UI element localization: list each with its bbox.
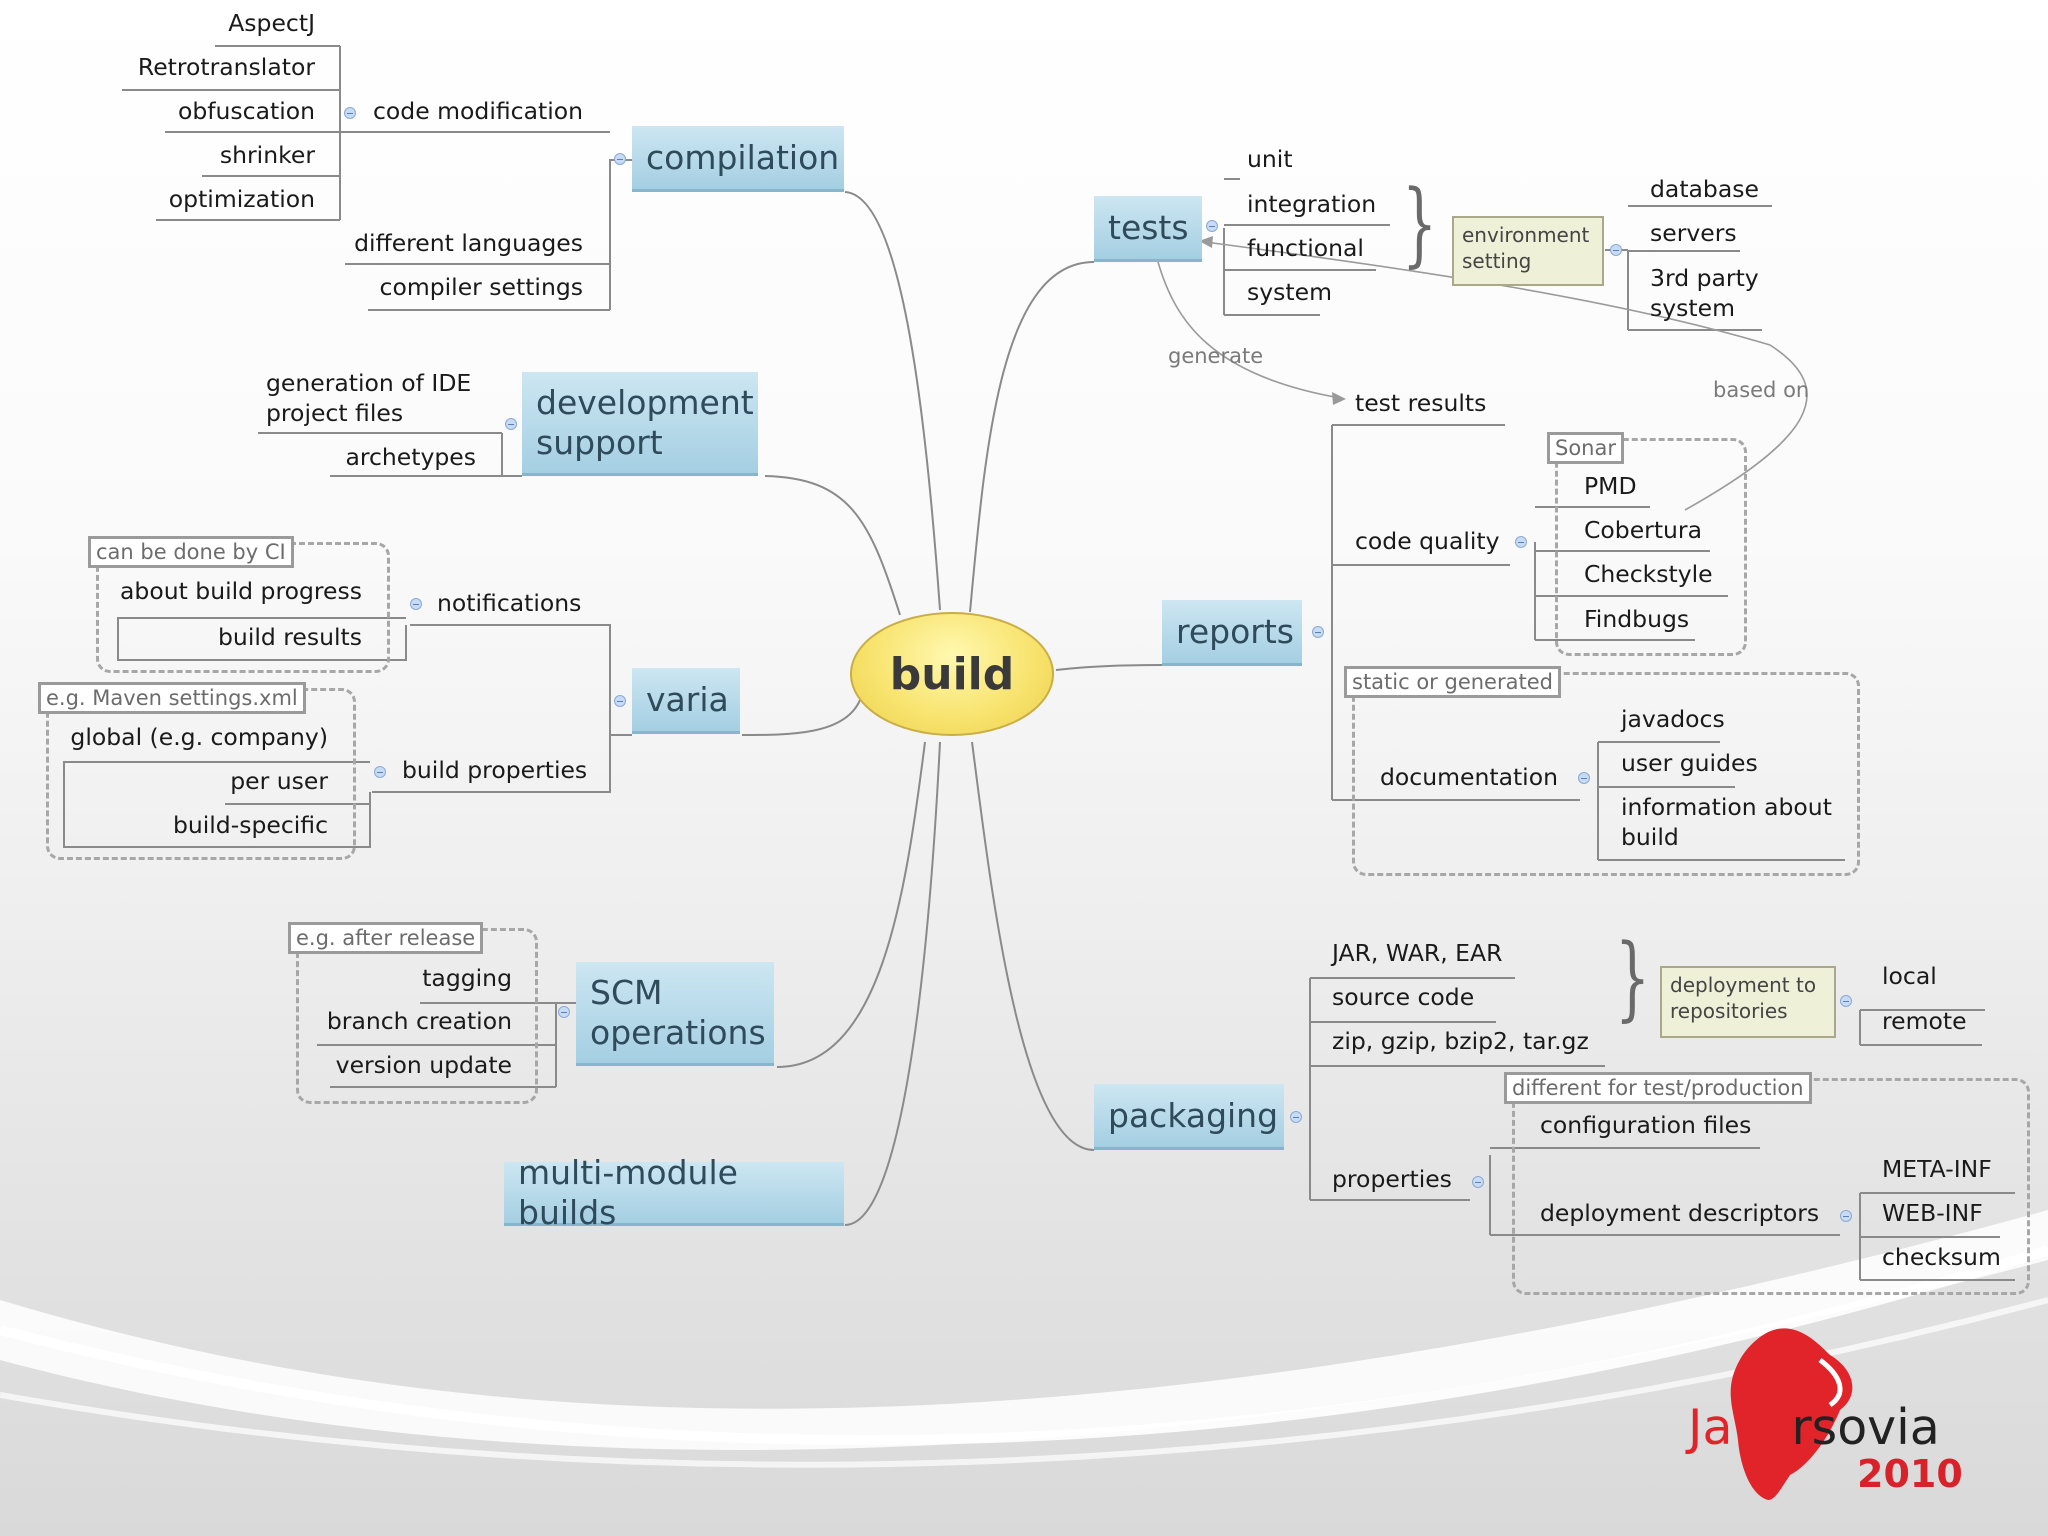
- node-environment-setting[interactable]: environment setting: [1452, 216, 1604, 286]
- brace-packaging: }: [1615, 924, 1651, 1031]
- node-checksum[interactable]: checksum: [1882, 1243, 2001, 1271]
- node-build-specific[interactable]: build-specific: [172, 811, 328, 839]
- node-global-company[interactable]: global (e.g. company): [70, 723, 328, 751]
- node-about-build-progress[interactable]: about build progress: [120, 577, 362, 605]
- topic-multi-module-builds[interactable]: multi-module builds: [504, 1153, 844, 1232]
- boundary-static-generated: [1352, 672, 1860, 876]
- collapse-code-modification-icon[interactable]: [344, 107, 356, 119]
- node-tagging[interactable]: tagging: [422, 964, 512, 992]
- collapse-compilation-icon[interactable]: [614, 153, 626, 165]
- javarsovia-logo: Javarsovia 2010: [1680, 1315, 1980, 1505]
- boundary-sonar: [1555, 438, 1747, 656]
- node-source-code[interactable]: source code: [1332, 983, 1475, 1011]
- node-functional[interactable]: functional: [1247, 234, 1364, 262]
- node-build-properties[interactable]: build properties: [402, 756, 588, 784]
- node-compiler-settings[interactable]: compiler settings: [379, 273, 583, 301]
- collapse-environment-icon[interactable]: [1610, 244, 1622, 256]
- node-user-guides[interactable]: user guides: [1621, 749, 1758, 777]
- collapse-code-quality-icon[interactable]: [1515, 536, 1527, 548]
- node-test-results[interactable]: test results: [1355, 389, 1487, 417]
- node-shrinker[interactable]: shrinker: [219, 141, 315, 169]
- relationship-based-on: based on: [1713, 378, 1810, 402]
- node-web-inf[interactable]: WEB-INF: [1882, 1199, 1983, 1227]
- node-integration[interactable]: integration: [1247, 190, 1377, 218]
- node-deployment-to-repositories[interactable]: deployment to repositories: [1660, 966, 1836, 1038]
- topic-tests[interactable]: tests: [1094, 196, 1202, 262]
- node-obfuscation[interactable]: obfuscation: [177, 97, 315, 125]
- node-findbugs[interactable]: Findbugs: [1584, 605, 1690, 633]
- logo-wordmark: Javarsovia: [1688, 1399, 1940, 1456]
- collapse-build-properties-icon[interactable]: [374, 766, 386, 778]
- collapse-reports-icon[interactable]: [1312, 626, 1324, 638]
- root-topic-build[interactable]: build: [850, 612, 1054, 736]
- node-ide-project-files[interactable]: generation of IDE project files: [266, 369, 472, 427]
- relationship-generate: generate: [1168, 344, 1264, 368]
- boundary-label-notifications: can be done by CI: [88, 536, 294, 568]
- node-meta-inf[interactable]: META-INF: [1882, 1155, 1992, 1183]
- node-jar-war-ear[interactable]: JAR, WAR, EAR: [1332, 939, 1503, 967]
- node-code-quality[interactable]: code quality: [1355, 527, 1500, 555]
- collapse-tests-icon[interactable]: [1206, 220, 1218, 232]
- node-optimization[interactable]: optimization: [168, 185, 315, 213]
- logo-year: 2010: [1857, 1452, 1963, 1496]
- node-system[interactable]: system: [1247, 278, 1332, 306]
- topic-varia[interactable]: varia: [632, 668, 740, 734]
- collapse-varia-icon[interactable]: [614, 695, 626, 707]
- node-aspectj[interactable]: AspectJ: [228, 9, 315, 37]
- node-unit[interactable]: unit: [1247, 145, 1293, 173]
- node-properties[interactable]: properties: [1332, 1165, 1452, 1193]
- mermaid-logo-icon: [1730, 1328, 1853, 1500]
- node-local[interactable]: local: [1882, 962, 1937, 990]
- topic-scm-operations[interactable]: SCM operations: [576, 962, 774, 1066]
- collapse-properties-icon[interactable]: [1472, 1176, 1484, 1188]
- node-different-languages[interactable]: different languages: [354, 229, 583, 257]
- node-version-update[interactable]: version update: [335, 1051, 512, 1079]
- node-remote[interactable]: remote: [1882, 1007, 1967, 1035]
- collapse-descriptors-icon[interactable]: [1840, 1210, 1852, 1222]
- node-retrotranslator[interactable]: Retrotranslator: [137, 53, 315, 81]
- collapse-notifications-icon[interactable]: [410, 598, 422, 610]
- node-archives[interactable]: zip, gzip, bzip2, tar.gz: [1332, 1027, 1589, 1055]
- node-branch-creation[interactable]: branch creation: [326, 1007, 512, 1035]
- boundary-label-build-properties: e.g. Maven settings.xml: [38, 682, 306, 714]
- boundary-label-static-generated: static or generated: [1344, 666, 1561, 698]
- node-javadocs[interactable]: javadocs: [1621, 705, 1725, 733]
- node-cobertura[interactable]: Cobertura: [1584, 516, 1702, 544]
- node-3rd-party-system[interactable]: 3rd party system: [1650, 264, 1759, 322]
- brace-tests: }: [1402, 170, 1438, 277]
- topic-compilation[interactable]: compilation: [632, 126, 844, 192]
- boundary-label-scm: e.g. after release: [288, 922, 484, 954]
- node-deployment-descriptors[interactable]: deployment descriptors: [1540, 1199, 1820, 1227]
- node-servers[interactable]: servers: [1650, 219, 1737, 247]
- node-notifications[interactable]: notifications: [437, 589, 582, 617]
- node-pmd[interactable]: PMD: [1584, 472, 1637, 500]
- node-per-user[interactable]: per user: [230, 767, 328, 795]
- topic-packaging[interactable]: packaging: [1094, 1084, 1284, 1150]
- node-information-about-build[interactable]: information about build: [1621, 793, 1832, 851]
- node-code-modification[interactable]: code modification: [373, 97, 583, 125]
- boundary-label-properties: different for test/production: [1504, 1072, 1812, 1104]
- logo-suffix: rsovia: [1791, 1399, 1940, 1456]
- node-configuration-files[interactable]: configuration files: [1540, 1111, 1752, 1139]
- topic-reports[interactable]: reports: [1162, 600, 1302, 666]
- collapse-deployment-icon[interactable]: [1840, 995, 1852, 1007]
- collapse-packaging-icon[interactable]: [1290, 1111, 1302, 1123]
- node-documentation[interactable]: documentation: [1380, 763, 1558, 791]
- boundary-label-sonar: Sonar: [1547, 432, 1624, 464]
- logo-prefix: Java: [1688, 1399, 1792, 1456]
- node-checkstyle[interactable]: Checkstyle: [1584, 560, 1713, 588]
- collapse-documentation-icon[interactable]: [1578, 772, 1590, 784]
- node-build-results[interactable]: build results: [218, 623, 362, 651]
- node-archetypes[interactable]: archetypes: [345, 443, 476, 471]
- topic-development-support[interactable]: development support: [522, 372, 758, 476]
- collapse-development-support-icon[interactable]: [505, 418, 517, 430]
- node-database[interactable]: database: [1650, 175, 1759, 203]
- collapse-scm-icon[interactable]: [558, 1006, 570, 1018]
